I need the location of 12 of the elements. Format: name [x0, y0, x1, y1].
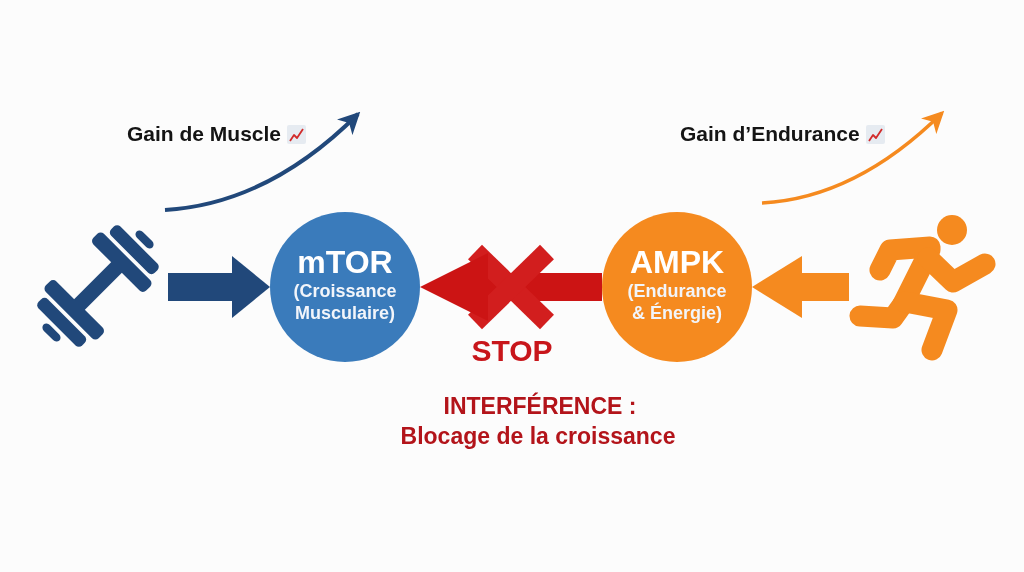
node-subtitle: (Croissance Musculaire) — [292, 280, 398, 325]
warning-text: Blocage de la croissance — [400, 423, 676, 450]
node-title: AMPK — [629, 245, 725, 281]
node-title: mTOR — [297, 245, 393, 281]
runner-icon — [849, 214, 996, 361]
stop-label: STOP — [471, 334, 553, 369]
warning-title: INTERFÉRENCE : — [443, 393, 637, 420]
trend-label: Gain d’Endurance — [680, 122, 860, 147]
trend-label: Gain de Muscle — [127, 122, 282, 147]
arrow — [752, 256, 849, 318]
arrow — [168, 256, 270, 318]
node-subtitle: (Endurance & Énergie) — [626, 280, 728, 325]
